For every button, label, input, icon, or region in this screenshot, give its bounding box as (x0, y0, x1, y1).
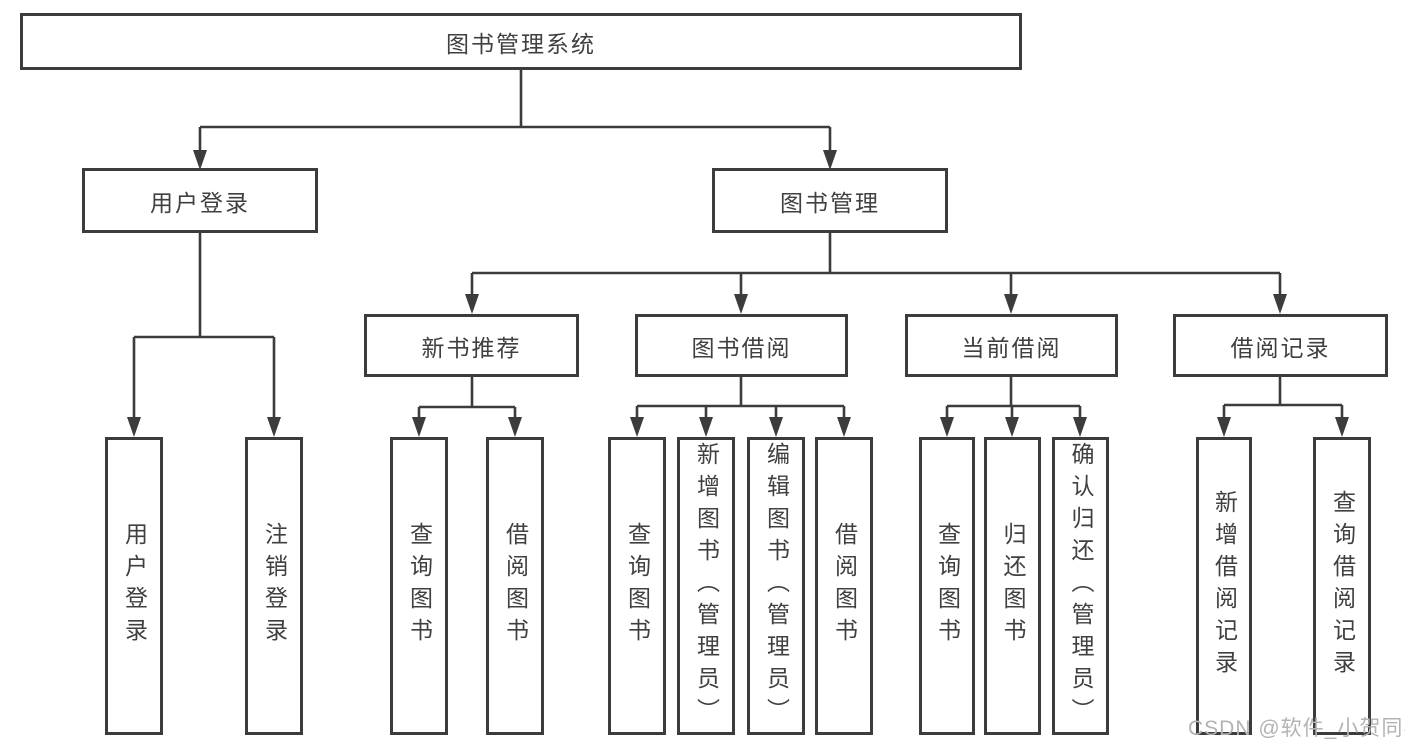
leaf-return-books-label: 归还图书 (1000, 522, 1026, 650)
leaf-add-books-admin: 新增图书（管理员） (677, 437, 735, 735)
leaf-confirm-return-admin: 确认归还（管理员） (1052, 437, 1109, 735)
node-book-management-branch-label: 图书管理 (780, 189, 880, 216)
leaf-user-login-label: 用户登录 (121, 522, 148, 650)
leaf-query-books-recommend-label: 查询图书 (406, 522, 433, 650)
node-root: 图书管理系统 (20, 13, 1022, 70)
leaf-query-books-current: 查询图书 (919, 437, 975, 735)
leaf-borrow-books: 借阅图书 (815, 437, 873, 735)
arrowhead-icons (127, 150, 1349, 437)
node-new-book-recommend-label: 新书推荐 (421, 334, 522, 361)
leaf-borrow-books-recommend-label: 借阅图书 (502, 522, 529, 650)
node-root-label: 图书管理系统 (446, 30, 596, 57)
node-current-borrow-label: 当前借阅 (961, 334, 1062, 361)
leaf-add-books-admin-label: 新增图书（管理员） (693, 442, 720, 730)
node-new-book-recommend: 新书推荐 (364, 314, 579, 377)
leaf-query-books-borrow-label: 查询图书 (624, 522, 651, 650)
leaf-user-login: 用户登录 (105, 437, 163, 735)
leaf-borrow-books-recommend: 借阅图书 (486, 437, 544, 735)
leaf-confirm-return-admin-label: 确认归还（管理员） (1068, 442, 1094, 730)
leaf-edit-books-admin-label: 编辑图书（管理员） (763, 442, 790, 730)
leaf-query-books-borrow: 查询图书 (608, 437, 666, 735)
node-user-login-branch: 用户登录 (82, 168, 318, 233)
node-borrow-records-label: 借阅记录 (1230, 334, 1331, 361)
leaf-query-books-recommend: 查询图书 (390, 437, 448, 735)
leaf-add-borrow-record-label: 新增借阅记录 (1211, 490, 1238, 682)
leaf-borrow-books-label: 借阅图书 (831, 522, 858, 650)
node-book-borrow-label: 图书借阅 (691, 334, 792, 361)
leaf-logout: 注销登录 (245, 437, 303, 735)
node-book-management-branch: 图书管理 (712, 168, 948, 233)
leaf-query-borrow-record: 查询借阅记录 (1313, 437, 1371, 735)
leaf-return-books: 归还图书 (984, 437, 1041, 735)
leaf-query-borrow-record-label: 查询借阅记录 (1329, 490, 1356, 682)
leaf-edit-books-admin: 编辑图书（管理员） (747, 437, 805, 735)
node-current-borrow: 当前借阅 (905, 314, 1118, 377)
node-borrow-records: 借阅记录 (1173, 314, 1388, 377)
leaf-add-borrow-record: 新增借阅记录 (1196, 437, 1252, 735)
leaf-logout-label: 注销登录 (261, 522, 288, 650)
csdn-watermark: CSDN @软件_小贺同学 (1188, 717, 1405, 740)
node-user-login-branch-label: 用户登录 (150, 189, 250, 216)
leaf-query-books-current-label: 查询图书 (934, 522, 961, 650)
node-book-borrow: 图书借阅 (635, 314, 848, 377)
